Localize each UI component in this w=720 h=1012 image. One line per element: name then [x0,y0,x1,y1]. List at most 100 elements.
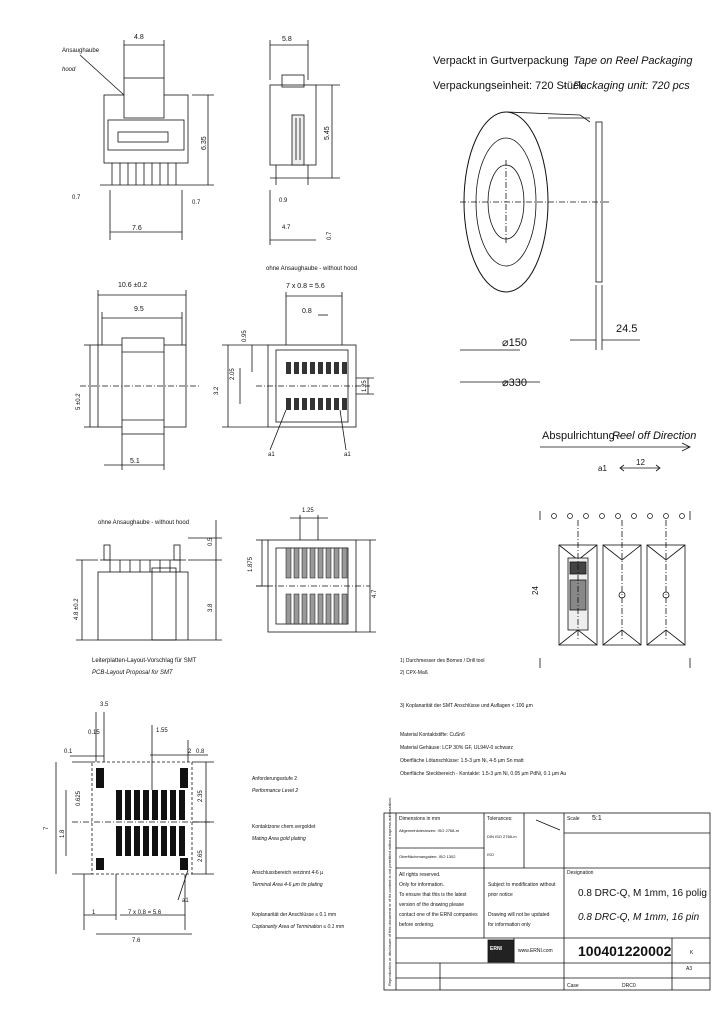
dim-3-8: 3.8 [208,603,214,612]
dim-0-8-top: 0.8 [302,308,312,315]
dim-1-8: 1.8 [60,829,66,838]
dim-4-8-lower: 4.8 ±0.2 [74,598,80,620]
dim-7: 7 [44,826,50,830]
tb-copy-2: Only for information. [399,882,445,888]
reel-off-label-de: Abspulrichtung - [542,430,622,442]
pcb-layout-drawing [55,712,214,935]
dim-0-7-right: 0.7 [192,200,201,206]
dim-0-15: 0.15 [88,730,100,736]
dim-0-8-pcb: 0.8 [196,749,205,755]
dim-0-9: 0.9 [279,198,288,204]
title-block-vertical-note: Reproduction or disclosure of this docum… [387,797,392,986]
dim-7-6-pcb: 7.6 [132,938,141,944]
dim-0-1: 0.1 [64,749,73,755]
dim-10-6: 10.6 ±0.2 [118,282,148,289]
req-1-en: Performance Level 2 [252,788,299,794]
tb-case-value: DRC0 [622,983,636,989]
dim-1-55: 1.55 [156,728,168,734]
tb-subject-1: Subject to modification without [488,882,556,888]
tb-tolerances-2: DIN ISO 2768-m [487,834,517,839]
note-2: 2) CPX-Maß [400,670,428,676]
req-1-de: Anforderungsstufe 2 [252,776,298,782]
tb-title-de: 0.8 DRC-Q, M 1mm, 16 polig [578,888,707,899]
tb-title-en: 0.8 DRC-Q, M 1mm, 16 pin [578,912,700,923]
side-view-drawing [269,40,340,245]
packaging-dash-2: - [563,80,567,92]
dim-7x08-top: 7 x 0.8 = 5.6 [286,283,325,290]
side-view-lower-drawing [76,520,222,641]
tb-general-tol: Allgemeintoleranzen: ISO 2768-m [399,828,460,833]
tb-copy-6: before ordering. [399,922,435,928]
tb-copy-1: All rights reserved. [399,872,441,878]
dim-7-6-top: 7.6 [132,225,142,232]
dim-0-95: 0.95 [242,330,248,342]
dim-5-8: 5.8 [282,36,292,43]
note-3: 3) Koplanarität der SMT Anschlüsse und A… [400,703,533,709]
dim-1-875: 1.875 [248,556,254,572]
reel-drawing [460,111,640,383]
without-hood-label-1: ohne Ansaughaube - without hood [266,266,358,272]
dim-width-24: 24 [531,586,540,595]
tb-case-label: Case [567,983,579,989]
top-view-left-drawing [80,290,200,470]
dim-1-25-mid: 1.25 [362,380,368,392]
tb-copy-4: version of the drawing please [399,902,465,908]
pcb-layout-title-de: Leiterplatten-Layout-Vorschlag für SMT [92,658,197,664]
title-block-drawing [383,812,711,991]
dim-2-35: 2.35 [198,790,204,802]
dim-0-5: 0.5 [208,537,214,546]
tb-size: A3 [686,966,693,972]
req-4-en: Coplanarity Area of Termination ≤ 0.1 mm [252,924,345,930]
label-a1-right: a1 [344,452,351,458]
dim-6-35: 6.35 [201,136,208,150]
dim-2-65: 2.65 [198,850,204,862]
tb-designation-label: Designation [567,870,594,876]
dim-d150: ⌀150 [502,337,527,349]
req-4-de: Koplanarität der Anschlüsse ≤ 0.1 mm [252,912,337,918]
packaging-title-en: Tape on Reel Packaging [573,55,693,67]
req-3-en: Terminal Area 4-6 µm tin plating [252,882,323,888]
note-1: 1) Durchmesser des Bornes / Drill tool [400,658,485,664]
dim-2: 2 [188,749,192,755]
dim-4-8: 4.8 [134,34,144,41]
tb-iso: ISO [487,852,494,857]
dim-245: 24.5 [616,323,638,335]
tb-copy-3: To ensure that this is the latest [399,892,467,898]
top-view-right-drawing [222,292,374,451]
dim-4-7-lower: 4.7 [372,589,378,598]
tb-scale-label: Scale [567,816,580,822]
dim-3-5: 3.5 [100,702,109,708]
bottom-view-drawing [256,515,376,633]
tb-scale-value: 5:1 [592,815,602,822]
dim-d330: ⌀330 [502,377,527,389]
reel-off-drawing [539,442,691,668]
dim-0-7-side: 0.7 [327,231,333,240]
dim-pitch-12: 12 [636,458,645,467]
req-3-de: Anschlussbereich verzinnt 4-6 µ [252,870,323,876]
label-a1-pcb: a1 [182,898,189,904]
hood-label-en: hood [62,67,76,73]
dim-3-2: 3.2 [214,386,220,395]
material-3: Oberfläche Lötanschlüsse: 1.5-3 µm Ni, 4… [400,758,524,764]
dim-5-pm: 5 ±0.2 [76,393,82,410]
dim-5-45: 5.45 [324,126,331,140]
label-a1-left: a1 [268,452,275,458]
hood-label-de: Ansaughaube [62,48,100,54]
dim-9-5: 9.5 [134,306,144,313]
packaging-title-de: Verpackt in Gurtverpackung [433,55,569,67]
tb-surface: Oberflächenangaben: ISO 1302 [399,854,456,859]
packaging-unit-de: Verpackungseinheit: 720 Stück [433,80,585,92]
material-2: Material Gehäuse: LCP 30% GF, UL94V-0 sc… [400,745,514,751]
req-2-en: Mating Area gold plating [252,836,306,842]
without-hood-label-2: ohne Ansaughaube - without hood [98,520,190,526]
packaging-dash-1: - [563,55,567,67]
material-1: Material Kontaktstifte: CuSn6 [400,732,465,738]
dim-2-05: 2.05 [230,368,236,380]
packaging-unit-en: Packaging unit: 720 pcs [573,80,690,92]
tb-revision: K [690,950,694,956]
tb-subject-3: Drawing will not be updated [488,912,550,918]
dim-0-625: 0.625 [76,790,82,806]
tb-part-number: 100401220002 [578,943,672,959]
tb-dimensions: Dimensions in mm [399,816,441,822]
